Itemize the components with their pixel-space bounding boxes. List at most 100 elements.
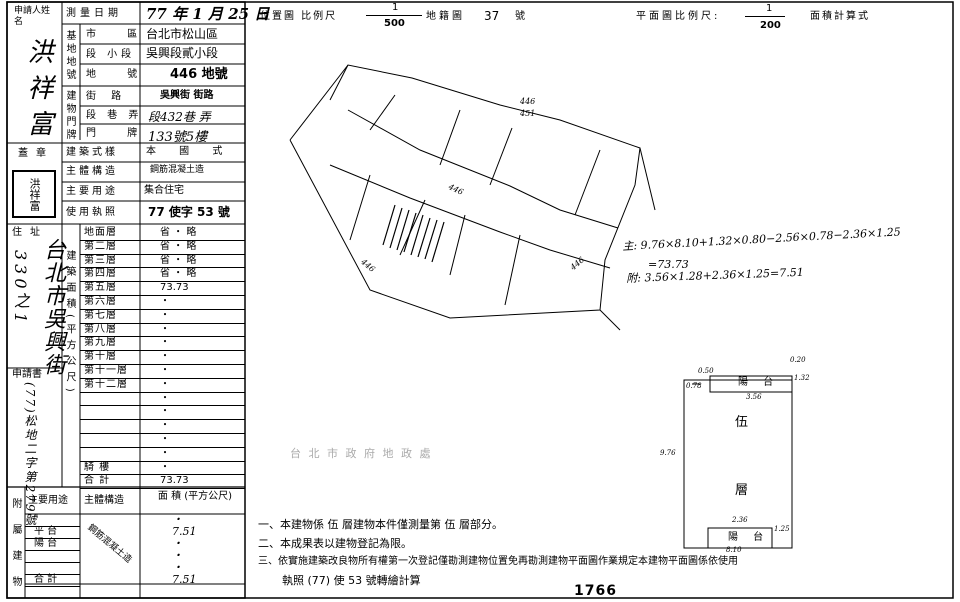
number-label: 門 牌 [86, 128, 152, 139]
attached-row-value: ・ [172, 537, 183, 550]
attached-row-name: 陽 台 [34, 538, 58, 549]
floor-row-line [80, 446, 245, 448]
floor-name: 第九層 [84, 337, 117, 349]
floor-row-line [80, 350, 245, 352]
floor-name: 第六層 [84, 296, 117, 307]
seal-text: 洪祥富 [28, 177, 41, 211]
lot-value: 446 地號 [170, 67, 228, 82]
office-stamp: 台 北 市 政 府 地 政 處 [290, 447, 433, 460]
floor-value: ・ [160, 309, 170, 321]
dim-left-small: 0.78 [686, 382, 702, 390]
note-2: 二、本成果表以建物登記為限。 [258, 537, 412, 550]
page-number: 1766 [574, 583, 617, 599]
floor-row-line [80, 460, 245, 462]
dim-top-left: 0.50 [698, 367, 714, 375]
attached-row-value: 7.51 [172, 573, 197, 586]
area-group-label: 建築面積(平方公尺) [64, 250, 75, 398]
location-group-label: 基地地號 [64, 30, 75, 82]
street-value: 吳興街 街路 [160, 90, 214, 101]
survey-date-value: 77 年 1 月 25 日 [146, 5, 270, 23]
floor-value: ・ [160, 420, 170, 432]
dim-balcony-width: 3.56 [746, 393, 762, 401]
floor-row-line [80, 253, 245, 255]
floor-value: 73.73 [160, 282, 189, 294]
dim-right-small: 1.32 [794, 374, 810, 382]
floor-value: 省 ・ 略 [160, 254, 197, 266]
usage-value: 集合住宅 [144, 185, 184, 196]
floor-row-line [80, 419, 245, 421]
attached-usage-header: 主要用途 [28, 495, 68, 506]
attached-row-line [25, 586, 80, 587]
dim-top-right: 0.20 [790, 356, 806, 364]
structure-value: 鋼筋混凝土造 [150, 165, 205, 175]
address-number: 330之1 [11, 250, 30, 327]
attached-row-line [25, 526, 80, 527]
number-value: 133號5樓 [148, 130, 208, 145]
attached-row-line [25, 562, 80, 563]
style-value: 本 國 式 [146, 146, 233, 157]
floor-plan-scale-den: 200 [760, 20, 781, 31]
lot-label: 地 號 [86, 69, 152, 80]
floor-name: 第十二層 [84, 378, 128, 390]
floor-plan-char-2: 層 [735, 483, 749, 498]
dim-bottom-balcony: 2.36 [732, 516, 748, 524]
floor-name: 第七層 [84, 309, 117, 321]
floor-value: ・ [160, 461, 170, 473]
floor-row-line [80, 433, 245, 434]
floor-value: ・ [160, 447, 170, 459]
floor-plan-balcony-bottom: 陽 台 [728, 532, 770, 543]
note-4: 執照 (77) 使 53 號轉繪計算 [282, 574, 421, 587]
site-plan-scale-den: 500 [384, 18, 405, 29]
floor-name: 騎 樓 [84, 461, 111, 473]
request-value: (77)松地二字第279號 [23, 382, 37, 528]
floor-value: ・ [160, 365, 170, 376]
site-plan-scale-bar [366, 15, 422, 16]
applicant-label: 申請人姓名 [14, 6, 51, 27]
attached-row-value: ・ [172, 549, 183, 562]
main-calc-line-2: =73.73 [648, 258, 689, 271]
survey-date-label: 測量日期 [66, 8, 122, 19]
lane-value: 段432巷 弄 [148, 110, 211, 124]
floor-name: 第八層 [84, 323, 117, 335]
floor-name: 合 計 [84, 475, 111, 487]
floor-value: ・ [160, 337, 170, 349]
floor-value: 省 ・ 略 [160, 240, 197, 252]
attached-row-line [25, 538, 80, 539]
street-label: 街 路 [86, 91, 128, 102]
attached-row-value: ・ [172, 561, 183, 574]
address-label: 住址 [12, 227, 48, 238]
site-plan-scale-num: 1 [392, 2, 399, 13]
dim-bottom-right: 1.25 [774, 525, 790, 533]
area-calc-label: 面積計算式 [810, 11, 870, 22]
attached-row-name: 平 台 [34, 526, 58, 537]
attached-area-header: 面 積 (平方公尺) [157, 491, 233, 502]
style-label: 建築式樣 [66, 147, 118, 158]
lane-label: 段 巷 弄 [86, 110, 143, 121]
floor-plan-scale-num: 1 [766, 3, 773, 14]
city-value: 台北市松山區 [146, 27, 219, 41]
floor-name: 第四層 [84, 268, 117, 280]
floor-value: 省 ・ 略 [160, 227, 197, 238]
usage-label: 主要用途 [66, 186, 118, 197]
floor-row-line [80, 267, 245, 269]
floor-name: 第十一層 [84, 365, 128, 376]
sheet-suffix: 號 [515, 11, 525, 22]
floor-value: ・ [160, 296, 170, 307]
lot-d-label: 446 [520, 97, 536, 106]
attached-row-value: ・ [172, 513, 183, 526]
floor-name: 第三層 [84, 254, 117, 266]
floor-plan-label: 平面圖比例尺: [636, 11, 721, 22]
floor-value: ・ [160, 378, 170, 390]
dim-height: 9.76 [660, 449, 676, 457]
floor-value: ・ [160, 406, 170, 418]
structure-label: 主體構造 [66, 166, 118, 177]
section-label: 段 小段 [86, 49, 136, 60]
floor-value: ・ [160, 392, 170, 404]
site-plan-label: 位置圖 比例尺 [260, 11, 338, 22]
lot-a-label: 451 [520, 109, 536, 118]
floor-value: 73.73 [160, 475, 189, 487]
city-label: 市 區 [86, 29, 152, 40]
floor-value: ・ [160, 434, 170, 445]
floor-plan-balcony-top: 陽 台 [738, 377, 780, 388]
